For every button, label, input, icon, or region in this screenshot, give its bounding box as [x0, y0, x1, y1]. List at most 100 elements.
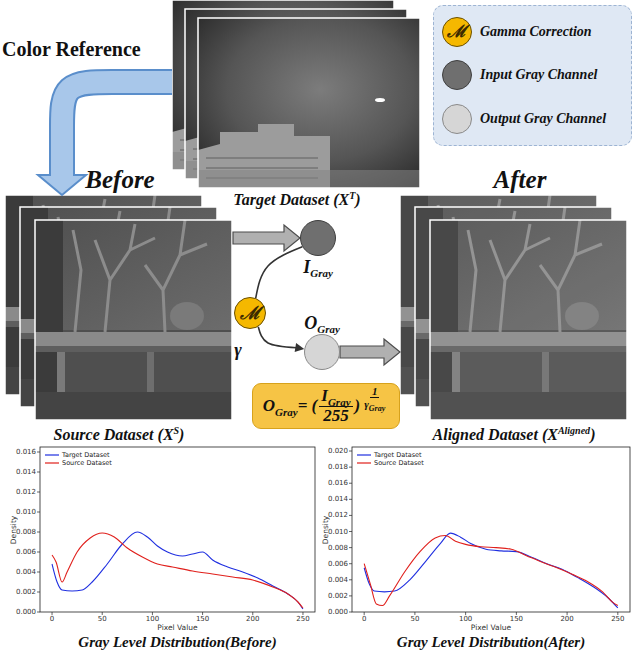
formula-text: O [263, 396, 275, 415]
caption-text: ) [355, 191, 360, 208]
caption-text: Target Dataset (X [233, 191, 349, 208]
gamma-symbol: ℳ [447, 23, 467, 40]
legend-text: Input Gray Channel [480, 67, 597, 83]
tick-label: 0.000 [328, 608, 348, 616]
formula-text: 1 [372, 385, 378, 397]
density-curve [364, 533, 618, 608]
source-stack-images [5, 195, 232, 420]
channel-label-text: O [304, 313, 317, 333]
image-frame [35, 220, 232, 420]
tick-label: 0.014 [16, 468, 36, 476]
tick-mark [37, 532, 40, 533]
channel-circle: IGray [300, 220, 336, 256]
tick-label: 0.018 [328, 463, 348, 471]
gamma-symbol: ℳ [240, 304, 261, 322]
image-frame [430, 220, 627, 420]
plot-frame [40, 447, 315, 612]
tick-mark [567, 612, 568, 615]
tick-mark [414, 612, 415, 615]
charts [37, 447, 630, 615]
tick-label: 0.020 [328, 447, 348, 455]
density-chart [349, 447, 630, 615]
tick-mark [102, 612, 103, 615]
tick-mark [37, 472, 40, 473]
reference-arrow [62, 82, 172, 177]
channel-label: OGray [304, 313, 340, 335]
stage-title: Before [85, 166, 154, 194]
tick-label: 0.010 [328, 528, 348, 536]
density-curve [52, 532, 303, 609]
tick-label: 200 [246, 615, 259, 623]
legend-text: Source Dataset [374, 459, 424, 467]
legend-swatch: ℳ [442, 17, 472, 47]
tick-mark [252, 612, 253, 615]
formula-text: I [321, 386, 328, 405]
tick-mark [516, 612, 517, 615]
channel-circle: OGray [304, 334, 340, 370]
tick-label: 0.002 [328, 592, 348, 600]
block-arrow [340, 339, 400, 365]
tick-label: 100 [459, 615, 472, 623]
formula-box: OGray= (IGray255)1γGray [252, 383, 400, 429]
dataset-caption: Target Dataset (XT) [172, 190, 422, 212]
tick-label: 50 [410, 615, 419, 623]
plot-frame [352, 447, 630, 612]
tick-label: 0.004 [328, 576, 348, 584]
connector [256, 247, 303, 298]
caption-text: Aligned Dataset (X [433, 426, 558, 443]
chart-caption: Gray Level Distribution(After) [397, 633, 585, 651]
tick-label: 0.008 [328, 544, 348, 552]
tick-label: 0.008 [16, 528, 36, 536]
gamma-circle: ℳ [234, 297, 266, 329]
arrow-head [295, 343, 305, 352]
block-arrow [233, 225, 300, 251]
tick-mark [465, 612, 466, 615]
fraction: IGray255 [319, 387, 352, 425]
tick-mark [52, 612, 53, 615]
axis-title: Density [321, 515, 330, 544]
tick-mark [349, 579, 352, 580]
edge-label: Color Reference [2, 38, 141, 61]
denominator: γGray [362, 398, 387, 411]
target-stack-images [172, 0, 420, 188]
formula-part: OGray= ( [263, 396, 318, 416]
caption-text: S [174, 425, 180, 436]
gamma-label: γ [234, 340, 242, 360]
tick-mark [152, 612, 153, 615]
formula-text: Gray [369, 404, 385, 413]
axis-title: Pixel Value [157, 623, 197, 632]
density-chart [37, 447, 315, 615]
tick-label: 100 [146, 615, 159, 623]
tick-label: 50 [98, 615, 107, 623]
tick-label: 0.012 [328, 511, 348, 519]
tick-label: 0.016 [328, 479, 348, 487]
axis-title: Pixel Value [471, 623, 511, 632]
channel-label-text: Gray [317, 323, 340, 335]
formula-row: OGray= (IGray255)1γGray [263, 387, 389, 425]
image-stack: Aligned Dataset (XAligned) [400, 195, 628, 447]
formula-text: γ [364, 398, 369, 410]
tick-mark [349, 563, 352, 564]
tick-label: 0 [50, 615, 54, 623]
tick-label: 200 [560, 615, 573, 623]
caption-text: T [349, 190, 355, 201]
tick-label: 250 [296, 615, 309, 623]
channel-label-text: Gray [310, 267, 333, 279]
tick-label: 0.010 [16, 508, 36, 516]
tick-mark [349, 499, 352, 500]
tick-label: 0.004 [16, 568, 36, 576]
density-curve [364, 536, 618, 606]
legend-line-sample [45, 462, 59, 463]
legend-swatch [442, 60, 472, 90]
legend-text: Output Gray Channel [480, 111, 606, 127]
tick-label: 0.000 [16, 608, 36, 616]
caption-text: ) [179, 426, 184, 443]
legend-row: ℳGamma Correction [442, 17, 623, 47]
legend-line-sample [45, 454, 59, 455]
legend-line-sample [357, 454, 371, 455]
tick-mark [349, 467, 352, 468]
dataset-caption: Aligned Dataset (XAligned) [400, 425, 628, 447]
channel-label-text: I [303, 257, 310, 277]
connector [38, 82, 172, 195]
